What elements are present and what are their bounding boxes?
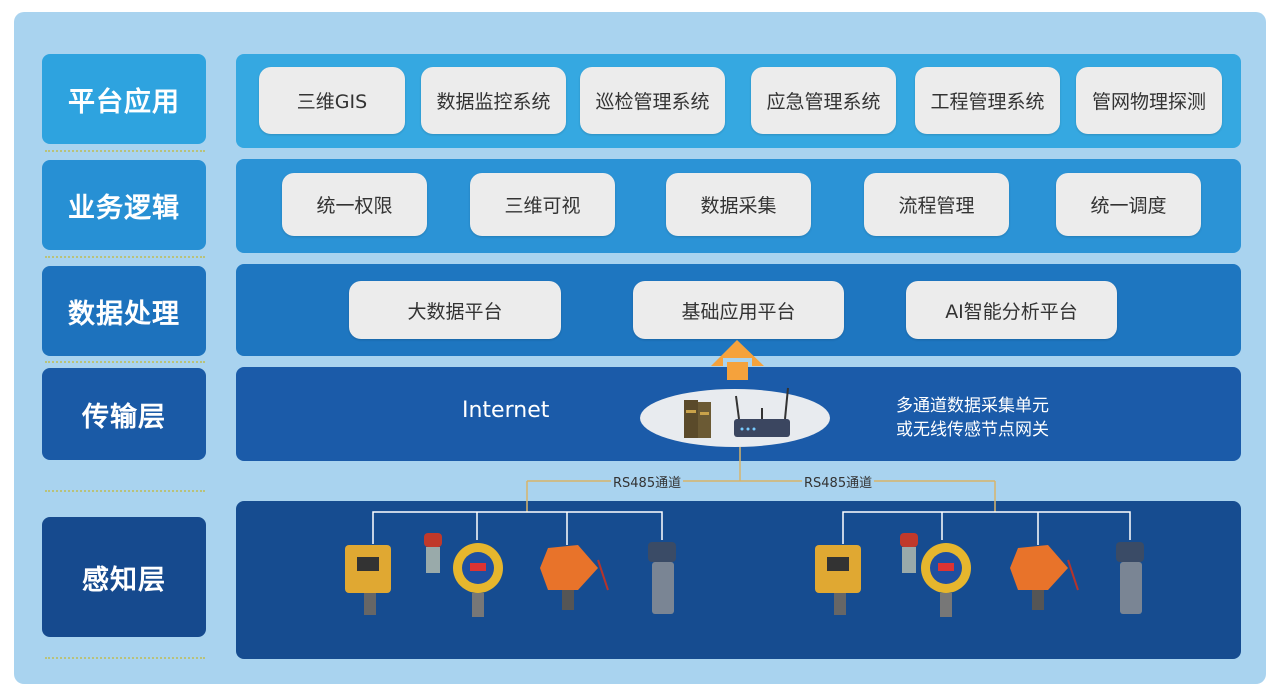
- logic-pill: 数据采集: [666, 173, 811, 236]
- gateway-line-2: 或无线传感节点网关: [896, 420, 1049, 440]
- app-pill: 管网物理探测: [1076, 67, 1222, 134]
- divider: [45, 490, 205, 492]
- gateway-ellipse: [640, 389, 830, 447]
- logic-pill: 统一权限: [282, 173, 427, 236]
- data-pill: 基础应用平台: [633, 281, 844, 339]
- gateway-line-1: 多通道数据采集单元: [896, 396, 1049, 416]
- logic-pill: 流程管理: [864, 173, 1009, 236]
- gateway-description: 多通道数据采集单元 或无线传感节点网关: [896, 394, 1049, 442]
- logic-pill: 三维可视: [470, 173, 615, 236]
- rs485-label: RS485通道: [802, 472, 875, 491]
- band-perception: [236, 501, 1241, 659]
- data-pill: AI智能分析平台: [906, 281, 1117, 339]
- layer-label-transport: 传输层: [42, 368, 206, 460]
- app-pill: 数据监控系统: [421, 67, 566, 134]
- logic-pill: 统一调度: [1056, 173, 1201, 236]
- app-pill: 三维GIS: [259, 67, 405, 134]
- app-pill: 应急管理系统: [751, 67, 896, 134]
- divider: [45, 361, 205, 363]
- layer-label-business: 业务逻辑: [42, 160, 206, 250]
- internet-label: Internet: [462, 398, 550, 423]
- divider: [45, 256, 205, 258]
- divider: [45, 657, 205, 659]
- app-pill: 工程管理系统: [915, 67, 1060, 134]
- layer-label-perception: 感知层: [42, 517, 206, 637]
- layer-label-data: 数据处理: [42, 266, 206, 356]
- rs485-label: RS485通道: [611, 472, 684, 491]
- layer-label-platform: 平台应用: [42, 54, 206, 144]
- app-pill: 巡检管理系统: [580, 67, 725, 134]
- divider: [45, 150, 205, 152]
- data-pill: 大数据平台: [349, 281, 561, 339]
